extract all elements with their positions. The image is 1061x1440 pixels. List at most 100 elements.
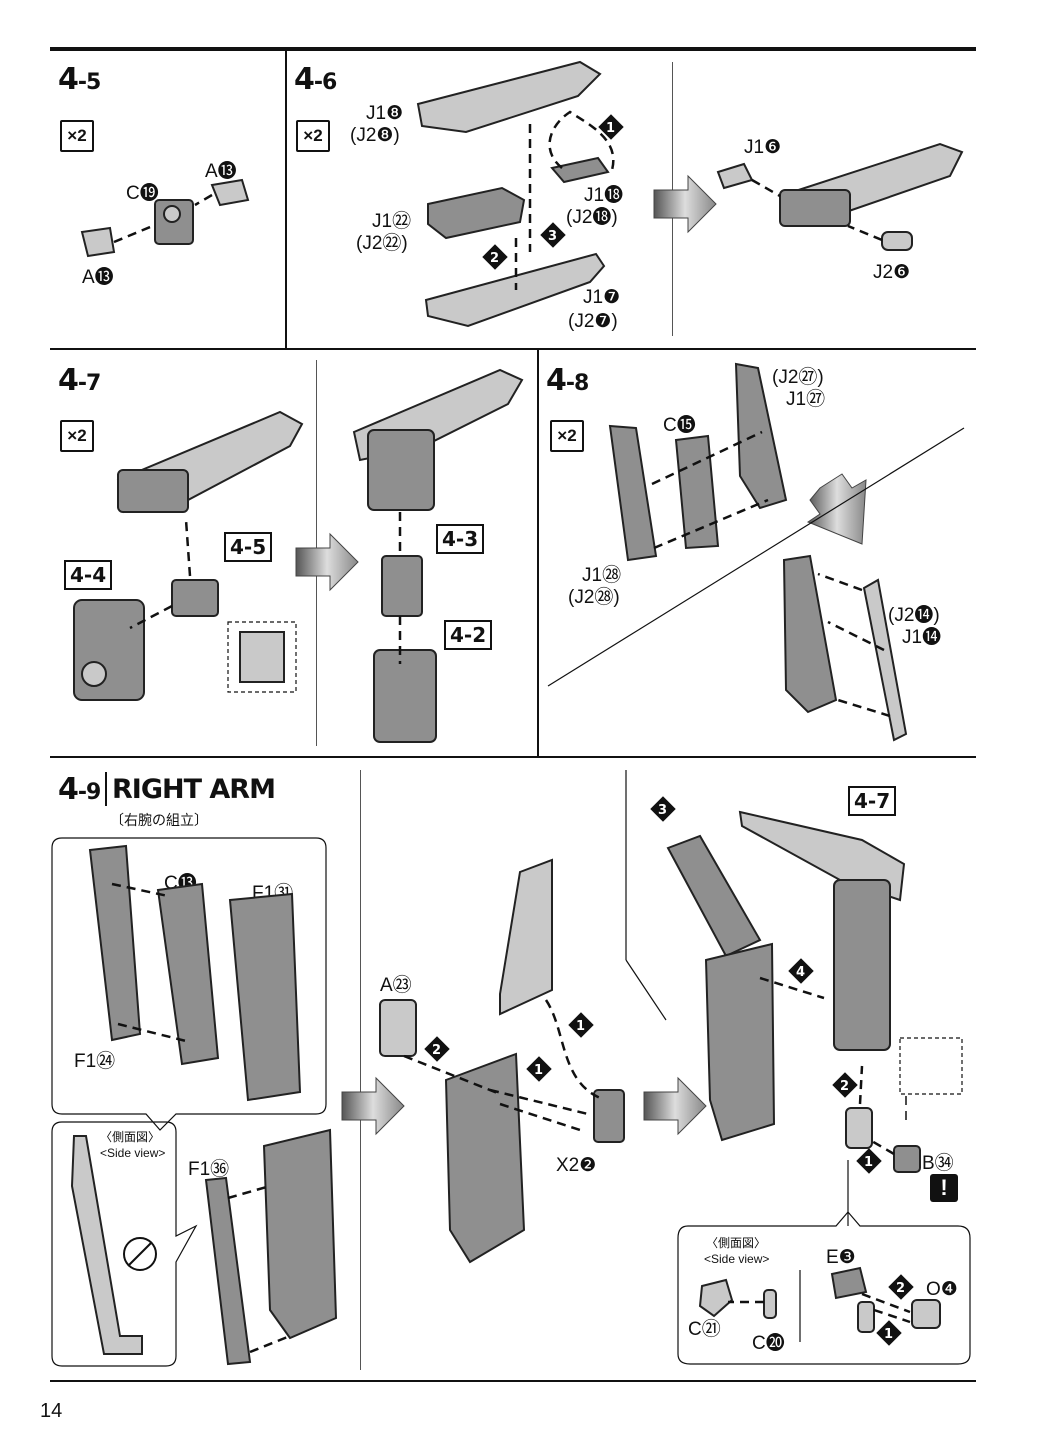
detail-inset [227, 621, 297, 693]
step-4-8-number: 4-8 [546, 363, 589, 398]
part-label: C⓯ [663, 415, 696, 436]
step-marker-icon: 2 [482, 244, 508, 270]
part-j18-plate [416, 60, 602, 134]
quantity-badge: ×2 [60, 420, 94, 452]
part-label: J2❻ [873, 262, 911, 283]
flow-arrow-icon [643, 1076, 707, 1136]
row2-divider [50, 756, 976, 758]
part-upper-arm [666, 834, 762, 958]
part-label: C⓴ [752, 1333, 785, 1354]
part-j114 [862, 578, 908, 742]
page-number: 14 [40, 1400, 63, 1422]
assembly-arrow [249, 1334, 291, 1354]
assembly-arrow [194, 193, 213, 207]
part-label: J1❼ [583, 287, 621, 308]
part-label: F1㉔ [74, 1051, 116, 1072]
part-label: C⓳ [126, 183, 159, 204]
part-label: J1㉘ [582, 565, 622, 586]
step-title: RIGHT ARM [112, 774, 276, 805]
part-o4 [911, 1299, 941, 1329]
svg-text:2: 2 [432, 1043, 441, 1058]
assembly-arrow [817, 572, 863, 592]
part-label: J1❽ [366, 103, 404, 124]
assembly-arrow [129, 604, 173, 630]
assembly-arrow [651, 430, 763, 486]
part-j26 [881, 231, 913, 251]
svg-text:4: 4 [796, 965, 805, 980]
part-b34 [893, 1145, 921, 1173]
bottom-rule [50, 1380, 976, 1382]
part-a13-top [210, 178, 250, 207]
part-j16 [716, 162, 754, 190]
col-divider-45-46 [285, 50, 287, 349]
part-label: (J2❽) [350, 125, 400, 146]
side-view-label-en: <Side view> [704, 1252, 770, 1266]
row1-divider [50, 348, 976, 350]
side-view-label-jp: 〈側面図〉 [100, 1130, 161, 1144]
step-marker-icon: 2 [888, 1274, 914, 1300]
flow-arrow-icon [806, 473, 867, 545]
part-c15 [674, 434, 720, 550]
assembled-panel-48 [782, 554, 838, 714]
step-marker-icon: 3 [540, 222, 566, 248]
assembly-arrow [113, 223, 156, 244]
svg-text:3: 3 [658, 803, 667, 818]
reference-box-4-4: 4-4 [64, 560, 113, 590]
part-label: X2❷ [556, 1155, 597, 1176]
part-label: B㉞ [922, 1153, 954, 1174]
detail-inset [899, 1037, 963, 1095]
assembled-panel-49b [444, 1052, 526, 1264]
part-hand-small [857, 1301, 875, 1333]
svg-text:1: 1 [534, 1063, 543, 1078]
part-4-2 [373, 649, 437, 743]
assembly-arrow [858, 1065, 864, 1105]
step-4-7-number: 4-7 [58, 363, 101, 398]
step-4-9-number: 4-9 [58, 772, 101, 807]
part-j122-block [427, 186, 526, 240]
step-marker-icon: 1 [856, 1148, 882, 1174]
assembly-arrow [544, 999, 601, 1100]
side-view-panel-right [677, 1211, 971, 1365]
svg-text:3: 3 [548, 229, 557, 244]
part-label: J1⓮ [902, 627, 942, 648]
subdivider-49a [360, 770, 361, 1370]
step-marker-icon: 4 [788, 958, 814, 984]
reference-box-4-5: 4-5 [224, 532, 273, 562]
step-4-6-number: 4-6 [294, 62, 337, 97]
part-label: A㉓ [380, 975, 412, 996]
step-marker-icon: 1 [598, 114, 624, 140]
step-marker-icon: 2 [832, 1072, 858, 1098]
part-hand [845, 1107, 873, 1149]
reference-box-4-7: 4-7 [848, 786, 897, 816]
part-a23 [379, 999, 417, 1057]
svg-text:1: 1 [884, 1327, 893, 1342]
assembled-shoulder-armor [778, 142, 964, 227]
quantity-badge: ×2 [60, 120, 94, 152]
part-c13 [156, 882, 220, 1066]
assembly-arrow [861, 1292, 911, 1314]
assembly-arrow [184, 519, 192, 577]
part-label: (J2⓮) [888, 605, 940, 626]
svg-text:2: 2 [840, 1079, 849, 1094]
part-j128 [608, 424, 658, 562]
part-label: F1㊱ [188, 1159, 230, 1180]
part-4-3 [381, 555, 423, 617]
side-view-label-jp: 〈側面図〉 [706, 1236, 767, 1250]
assembly-arrow [837, 698, 891, 718]
side-view-panel [51, 1121, 198, 1367]
title-divider [105, 772, 107, 806]
part-4-5-joint [171, 579, 219, 617]
part-f136 [204, 1176, 252, 1366]
step-4-5-number: 4-5 [58, 62, 101, 97]
assembly-arrow [548, 110, 615, 171]
shoulder-armor-47 [116, 410, 304, 514]
part-label: O❹ [926, 1279, 958, 1300]
flow-arrow-icon [653, 174, 717, 234]
side-view-label-en: <Side view> [100, 1146, 166, 1160]
part-label: J1⓲ [584, 185, 624, 206]
part-label: E❸ [826, 1247, 856, 1268]
svg-text:2: 2 [896, 1281, 905, 1296]
part-f124 [88, 844, 142, 1042]
assembly-arrow [403, 1054, 501, 1096]
